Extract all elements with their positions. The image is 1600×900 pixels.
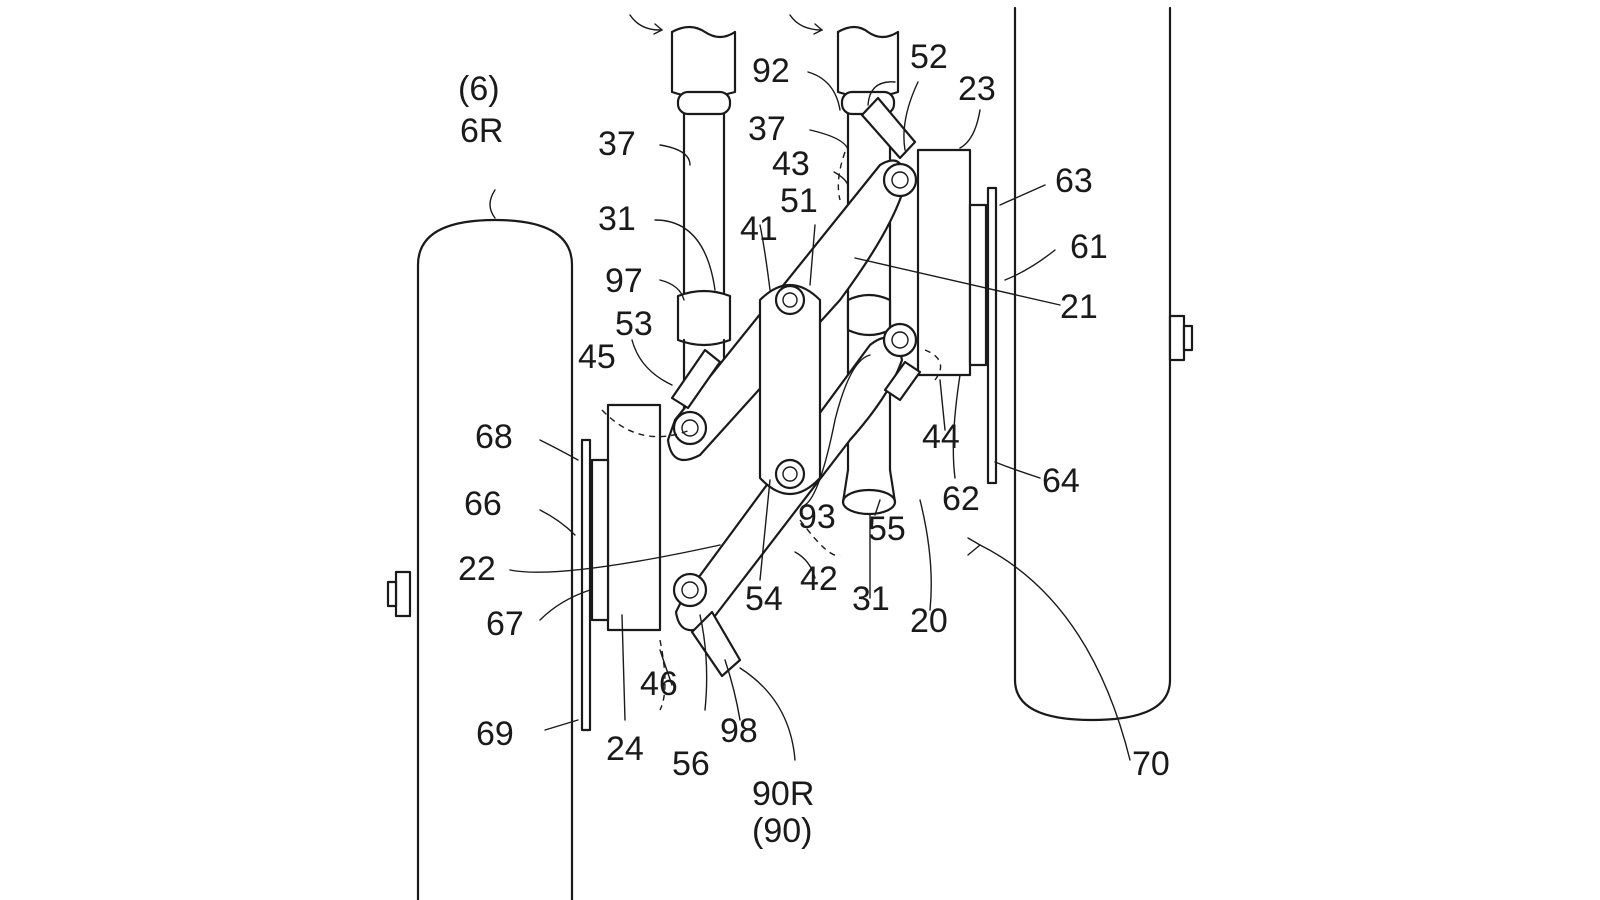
label-70: 70 <box>1132 745 1170 783</box>
right-wheel <box>1013 6 1194 722</box>
center-link <box>758 284 822 495</box>
hidden-lines <box>601 151 942 711</box>
label-97: 97 <box>605 262 643 300</box>
reference-labels: (6) 6R 37 92 52 23 37 43 31 51 41 63 61 … <box>458 38 1170 850</box>
label-6r: 6R <box>460 112 503 150</box>
leader-lines <box>489 71 1131 761</box>
label-wheel-group: (6) <box>458 70 500 108</box>
label-22: 22 <box>458 550 496 588</box>
label-63: 63 <box>1055 162 1093 200</box>
label-64: 64 <box>1042 462 1080 500</box>
label-68: 68 <box>475 418 513 456</box>
top-arrows <box>629 14 824 35</box>
label-20: 20 <box>910 602 948 640</box>
left-shock <box>670 25 737 422</box>
label-41: 41 <box>740 210 778 248</box>
stoppers <box>670 96 922 678</box>
label-42: 42 <box>800 560 838 598</box>
label-55: 55 <box>868 510 906 548</box>
label-37b: 37 <box>748 110 786 148</box>
label-23: 23 <box>958 70 996 108</box>
upper-right-bracket <box>916 148 998 485</box>
label-37a: 37 <box>598 125 636 163</box>
label-66: 66 <box>464 485 502 523</box>
left-wheel <box>386 218 574 900</box>
label-31a: 31 <box>598 200 636 238</box>
label-69: 69 <box>476 715 514 753</box>
label-67: 67 <box>486 605 524 643</box>
lower-left-bracket <box>580 403 662 732</box>
label-93: 93 <box>798 498 836 536</box>
label-51: 51 <box>780 182 818 220</box>
label-56: 56 <box>672 745 710 783</box>
label-90: (90) <box>752 812 812 850</box>
label-98: 98 <box>720 712 758 750</box>
pivot-bolts <box>672 162 918 608</box>
label-45: 45 <box>578 338 616 376</box>
label-53: 53 <box>615 305 653 343</box>
label-21: 21 <box>1060 288 1098 326</box>
label-92: 92 <box>752 52 790 90</box>
label-62: 62 <box>942 480 980 518</box>
label-52: 52 <box>910 38 948 76</box>
label-61: 61 <box>1070 228 1108 266</box>
label-43: 43 <box>772 145 810 183</box>
label-54: 54 <box>745 580 783 618</box>
label-24: 24 <box>606 730 644 768</box>
label-90r: 90R <box>752 775 814 813</box>
label-46: 46 <box>640 665 678 703</box>
label-44: 44 <box>922 418 960 456</box>
label-31b: 31 <box>852 580 890 618</box>
